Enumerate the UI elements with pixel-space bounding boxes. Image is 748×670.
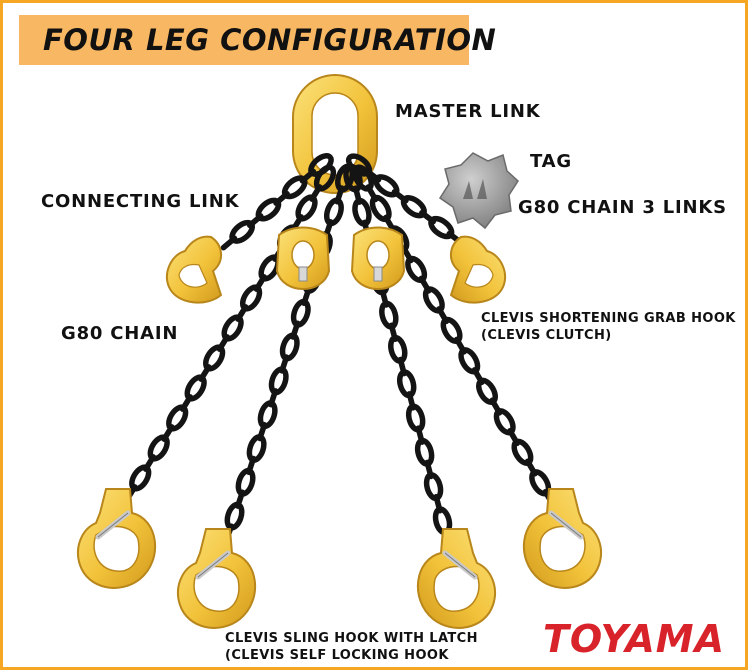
label-clevis-shortening-line1: CLEVIS SHORTENING GRAB HOOK [481, 311, 736, 326]
label-connecting-link: CONNECTING LINK [41, 191, 240, 212]
clutch-left-icon [275, 226, 331, 290]
label-clevis-shortening-line2: (CLEVIS CLUTCH) [481, 328, 612, 343]
grab-hook-right-icon [449, 235, 506, 304]
sling-hook-4-icon [522, 488, 602, 589]
sling-hook-1-icon [77, 488, 157, 589]
chain-group [124, 153, 556, 548]
label-master-link: MASTER LINK [395, 101, 541, 122]
title-banner [19, 15, 469, 65]
tag-icon [438, 152, 519, 230]
label-clevis-sling-line2: (CLEVIS SELF LOCKING HOOK [225, 648, 449, 663]
page-title: FOUR LEG CONFIGURATION [43, 23, 497, 57]
label-g80-chain-3-links: G80 CHAIN 3 LINKS [518, 197, 727, 218]
sling-hook-2-icon [177, 528, 257, 629]
sling-illustration [77, 74, 602, 629]
label-clevis-sling: CLEVIS SLING HOOK WITH LATCH (CLEVIS SEL… [225, 630, 478, 664]
brand-logo: TOYAMA [543, 617, 725, 661]
chain-leg-4 [352, 164, 556, 508]
label-clevis-shortening: CLEVIS SHORTENING GRAB HOOK (CLEVIS CLUT… [481, 310, 736, 344]
clutch-right-icon [350, 226, 406, 290]
label-clevis-sling-line1: CLEVIS SLING HOOK WITH LATCH [225, 631, 478, 646]
sling-hook-3-icon [416, 528, 496, 629]
label-g80-chain: G80 CHAIN [61, 323, 179, 344]
grab-hook-left-icon [166, 235, 223, 304]
hook-group [77, 226, 602, 629]
label-tag: TAG [530, 151, 572, 172]
